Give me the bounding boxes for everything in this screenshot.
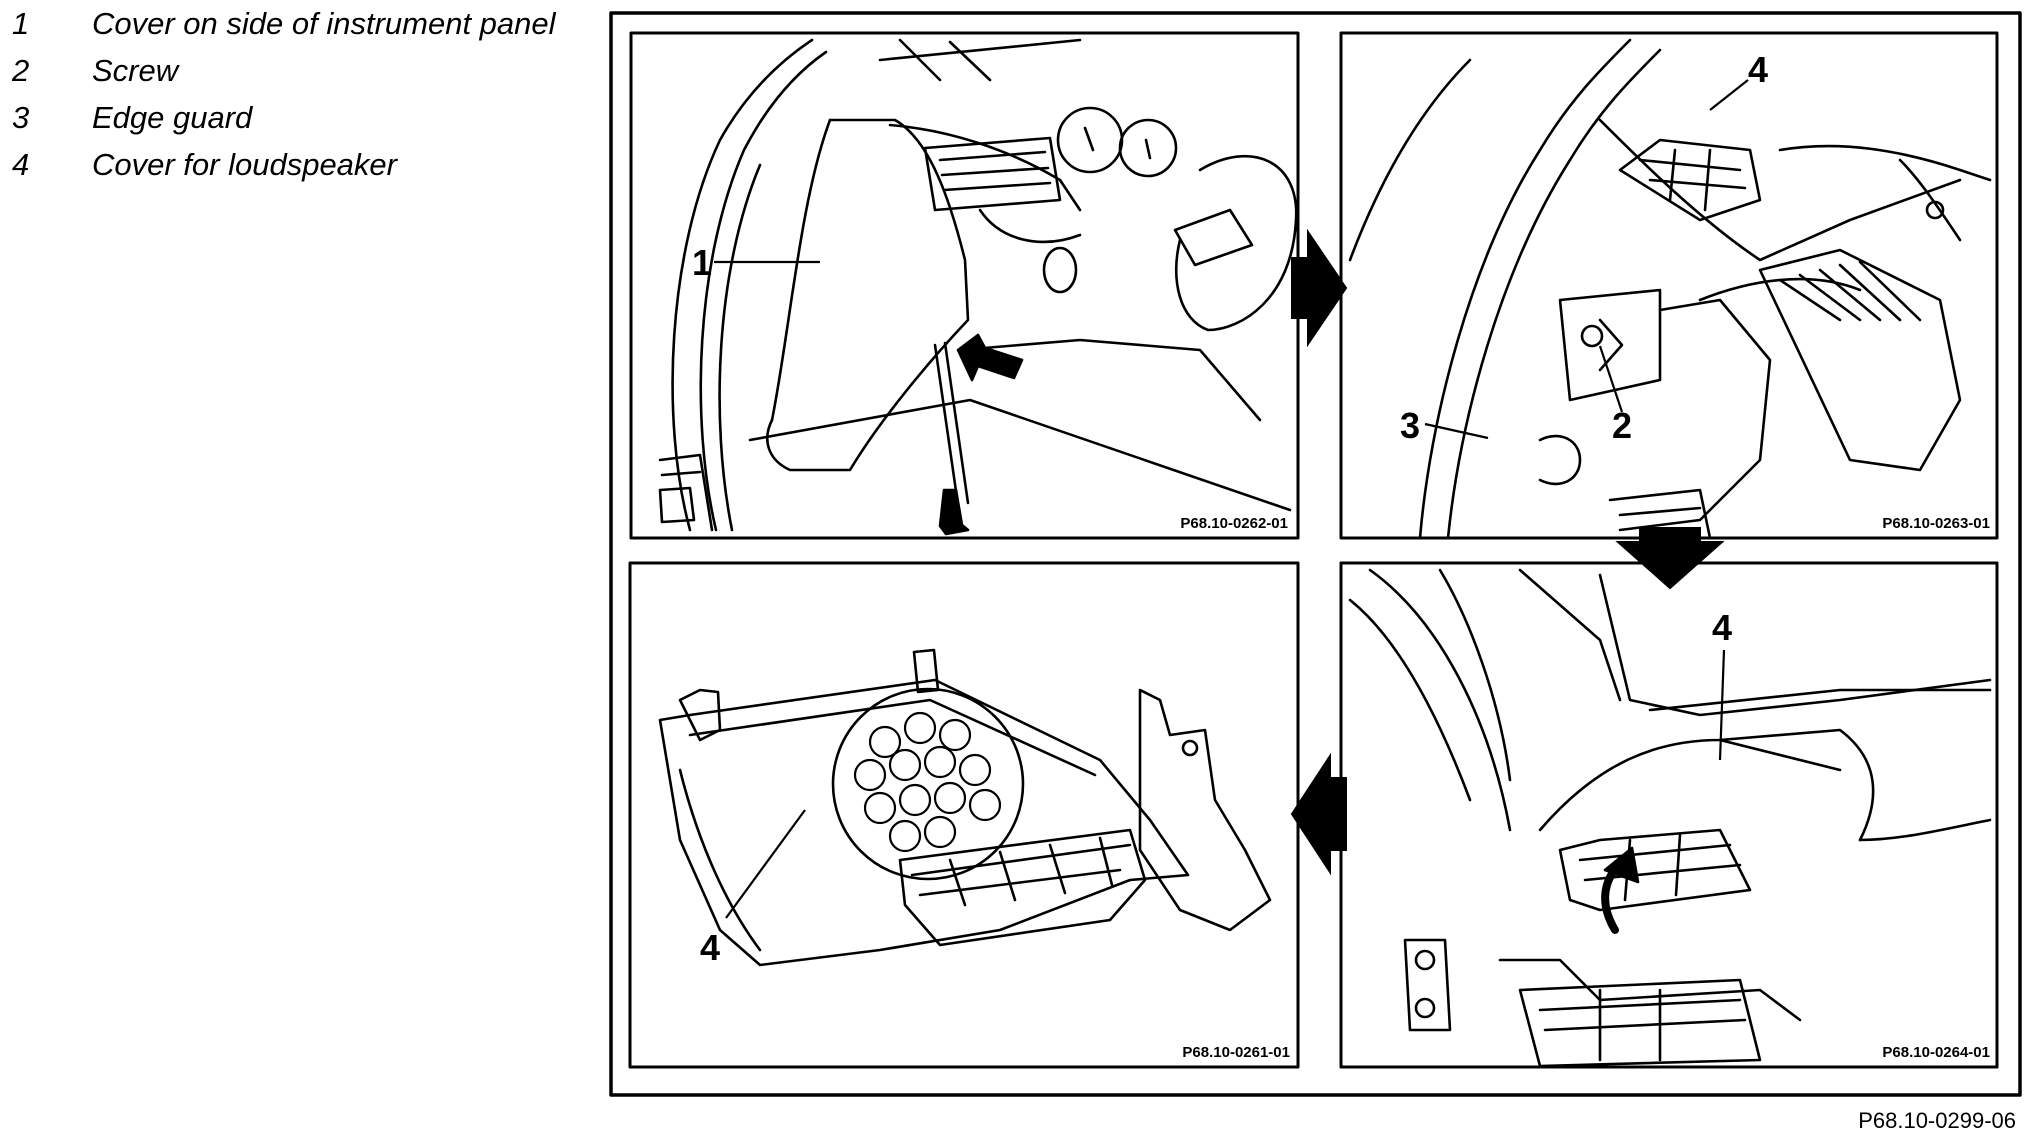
panel-frame bbox=[1339, 31, 1999, 540]
arrow-down-icon bbox=[1615, 527, 1725, 590]
leader-lines bbox=[714, 79, 1749, 919]
callout-label: 4 bbox=[1748, 49, 1768, 90]
callout-label: 1 bbox=[692, 242, 712, 283]
legend-item-2: 2 Screw bbox=[12, 51, 602, 98]
panel-code: P68.10-0263-01 bbox=[1882, 515, 1990, 532]
panel-2-drawing bbox=[1348, 38, 1992, 540]
figure-code: P68.10-0299-06 bbox=[1858, 1108, 2016, 1133]
legend-text: Screw bbox=[92, 53, 179, 88]
legend-item-4: 4 Cover for loudspeaker bbox=[12, 145, 602, 192]
arrow-right-icon bbox=[1291, 228, 1348, 348]
legend-text: Cover on side of instrument panel bbox=[92, 6, 556, 41]
panel-code: P68.10-0264-01 bbox=[1882, 1044, 1990, 1061]
legend: 1 Cover on side of instrument panel 2 Sc… bbox=[12, 4, 602, 192]
panel-code: P68.10-0262-01 bbox=[1180, 515, 1288, 532]
legend-item-3: 3 Edge guard bbox=[12, 98, 602, 145]
panel-code: P68.10-0261-01 bbox=[1182, 1044, 1290, 1061]
panel-1-drawing bbox=[658, 38, 1298, 536]
callout-label: 3 bbox=[1400, 405, 1420, 446]
arrow-left-icon bbox=[1290, 752, 1347, 876]
callout-label: 2 bbox=[1612, 405, 1632, 446]
legend-item-1: 1 Cover on side of instrument panel bbox=[12, 4, 602, 51]
step-arrows bbox=[1290, 228, 1725, 876]
panel-frame bbox=[628, 561, 1300, 1069]
panel-frame bbox=[1339, 561, 1999, 1069]
callout-label: 4 bbox=[700, 927, 720, 968]
legend-number: 3 bbox=[12, 100, 30, 135]
legend-text: Cover for loudspeaker bbox=[92, 147, 397, 182]
legend-number: 2 bbox=[12, 53, 30, 88]
legend-number: 1 bbox=[12, 6, 30, 41]
outer-frame bbox=[609, 11, 2022, 1097]
legend-text: Edge guard bbox=[92, 100, 253, 135]
legend-number: 4 bbox=[12, 147, 30, 182]
panel-frame bbox=[629, 31, 1300, 540]
panel-4-drawing bbox=[658, 648, 1272, 967]
panel-3-drawing bbox=[1348, 568, 1992, 1068]
callout-label: 4 bbox=[1712, 607, 1732, 648]
